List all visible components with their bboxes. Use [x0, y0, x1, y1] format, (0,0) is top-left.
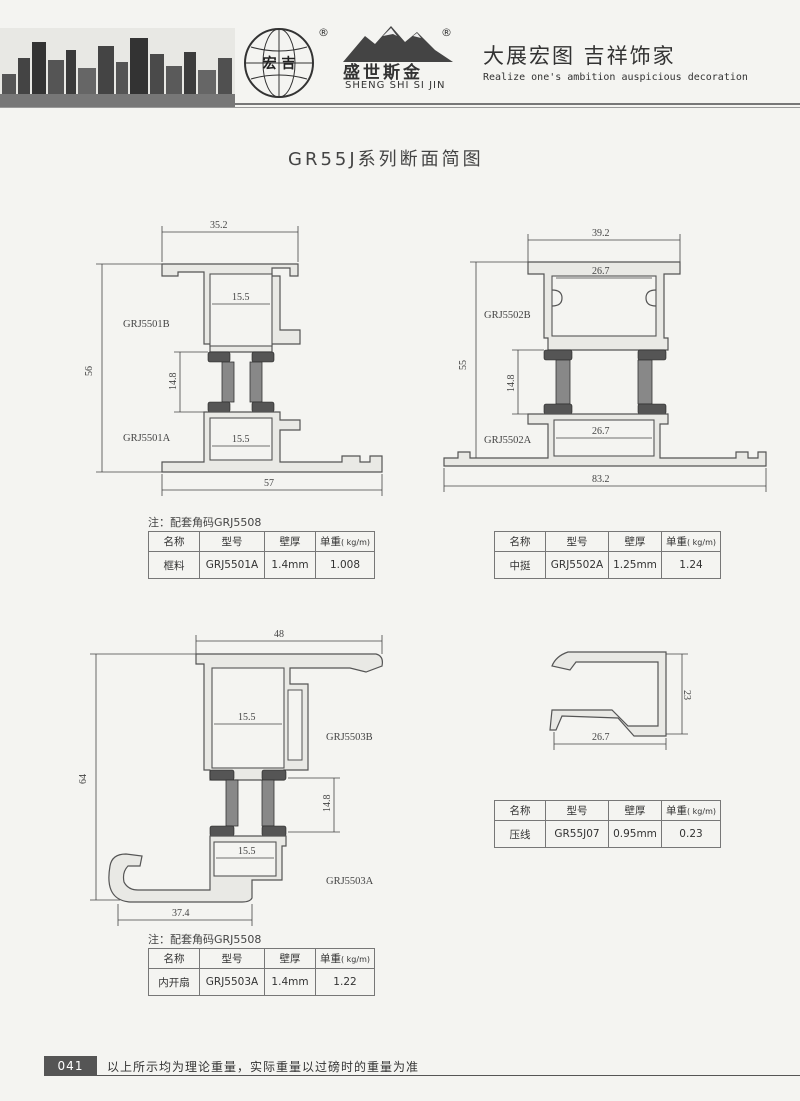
frame-inner-top: 15.5 — [232, 292, 250, 303]
header-divider — [0, 107, 800, 108]
mullion-inner-bottom: 26.7 — [592, 426, 610, 437]
brand-name-cn: 盛世斯金 — [343, 63, 423, 83]
mullion-section-drawing: 39.2 55 26.7 14.8 26.7 83.2 GRJ5502B GRJ… — [443, 228, 767, 492]
page-number: 041 — [44, 1056, 97, 1076]
bead-section-drawing: 23 26.7 — [549, 651, 692, 750]
header-model: 型号 — [545, 800, 609, 821]
table-row: 中挺 GRJ5502A 1.25mm 1.24 — [494, 551, 721, 579]
cell-thickness: 1.25mm — [608, 551, 662, 579]
frame-height: 56 — [84, 366, 95, 376]
sash-top-label: GRJ5503B — [326, 732, 373, 743]
cell-thickness: 0.95mm — [608, 820, 662, 848]
slogan-cn: 大展宏图 吉祥饰家 — [483, 44, 676, 68]
cell-model: GRJ5502A — [545, 551, 609, 579]
header-weight: 单重( kg/m) — [661, 531, 721, 552]
cell-name: 框料 — [148, 551, 200, 579]
table-header-row: 名称 型号 壁厚 单重( kg/m) — [494, 531, 721, 552]
header-thickness: 壁厚 — [608, 531, 662, 552]
frame-section-drawing: 35.2 56 15.5 14.8 15.5 57 GRJ5501B GRJ55… — [84, 220, 383, 496]
frame-bottom-width: 57 — [264, 478, 274, 489]
table-row: 内开扇 GRJ5503A 1.4mm 1.22 — [148, 968, 375, 996]
table-row: 框料 GRJ5501A 1.4mm 1.008 — [148, 551, 375, 579]
sash-strip-width: 14.8 — [322, 795, 333, 813]
table-row: 压线 GR55J07 0.95mm 0.23 — [494, 820, 721, 848]
header-weight: 单重( kg/m) — [315, 531, 375, 552]
table-header-row: 名称 型号 壁厚 单重( kg/m) — [148, 531, 375, 552]
registered-mark: ® — [318, 26, 329, 39]
cell-thickness: 1.4mm — [264, 968, 316, 996]
page-header: 宏 吉 ® 盛世斯金 ® SHENG SHI SI JIN 大展宏图 吉祥饰家 … — [0, 0, 800, 108]
sash-table-note: 注：配套角码GRJ5508 — [148, 933, 262, 946]
frame-inner-bottom: 15.5 — [232, 434, 250, 445]
frame-spec-table: 名称 型号 壁厚 单重( kg/m) 框料 GRJ5501A 1.4mm 1.0… — [148, 531, 375, 579]
cell-name: 压线 — [494, 820, 546, 848]
header-model: 型号 — [199, 948, 265, 969]
sash-inner-top: 15.5 — [238, 712, 256, 723]
mullion-spec-table: 名称 型号 壁厚 单重( kg/m) 中挺 GRJ5502A 1.25mm 1.… — [494, 531, 721, 579]
footer-note: 以上所示均为理论重量，实际重量以过磅时的重量为准 — [107, 1060, 420, 1074]
cell-name: 中挺 — [494, 551, 546, 579]
header-name: 名称 — [494, 800, 546, 821]
cell-weight: 1.008 — [315, 551, 375, 579]
mullion-bottom-width: 83.2 — [592, 474, 610, 485]
mountain-logo-icon — [343, 26, 453, 62]
cell-name: 内开扇 — [148, 968, 200, 996]
bead-spec-table: 名称 型号 壁厚 单重( kg/m) 压线 GR55J07 0.95mm 0.2… — [494, 800, 721, 848]
slogan-en: Realize one's ambition auspicious decora… — [483, 72, 748, 83]
sash-inner-bottom: 15.5 — [238, 846, 256, 857]
table-header-row: 名称 型号 壁厚 单重( kg/m) — [148, 948, 375, 969]
page-title: GR55J系列断面简图 — [288, 149, 484, 170]
header-model: 型号 — [545, 531, 609, 552]
frame-strip-width: 14.8 — [168, 373, 179, 391]
mullion-inner-top: 26.7 — [592, 266, 610, 277]
mullion-strip-width: 14.8 — [506, 375, 517, 393]
table-header-row: 名称 型号 壁厚 单重( kg/m) — [494, 800, 721, 821]
mullion-height: 55 — [458, 360, 469, 370]
mullion-bottom-label: GRJ5502A — [484, 435, 532, 446]
registered-mark: ® — [441, 26, 452, 39]
header-thickness: 壁厚 — [608, 800, 662, 821]
cell-model: GRJ5501A — [199, 551, 265, 579]
header-name: 名称 — [494, 531, 546, 552]
sash-section-drawing: 48 64 15.5 14.8 15.5 37.4 GRJ5503B GRJ55… — [78, 629, 383, 926]
frame-top-width: 35.2 — [210, 220, 228, 231]
mullion-top-label: GRJ5502B — [484, 310, 531, 321]
sash-bottom-width: 37.4 — [172, 908, 190, 919]
frame-table-note: 注：配套角码GRJ5508 — [148, 516, 262, 529]
header-thickness: 壁厚 — [264, 948, 316, 969]
cell-weight: 1.22 — [315, 968, 375, 996]
header-name: 名称 — [148, 948, 200, 969]
frame-top-label: GRJ5501B — [123, 319, 170, 330]
header-divider — [0, 103, 800, 105]
cell-model: GRJ5503A — [199, 968, 265, 996]
hongji-globe-logo: 宏 吉 — [244, 28, 314, 98]
brand-name-pinyin: SHENG SHI SI JIN — [345, 80, 446, 91]
logo-text: 宏 吉 — [263, 55, 296, 72]
header-weight: 单重( kg/m) — [661, 800, 721, 821]
frame-bottom-label: GRJ5501A — [123, 433, 171, 444]
footer-divider — [97, 1075, 800, 1076]
sash-height: 64 — [78, 774, 89, 784]
bead-height: 23 — [681, 690, 692, 700]
sash-spec-table: 名称 型号 壁厚 单重( kg/m) 内开扇 GRJ5503A 1.4mm 1.… — [148, 948, 375, 996]
mullion-top-width: 39.2 — [592, 228, 610, 239]
cell-model: GR55J07 — [545, 820, 609, 848]
header-weight: 单重( kg/m) — [315, 948, 375, 969]
cell-thickness: 1.4mm — [264, 551, 316, 579]
cell-weight: 0.23 — [661, 820, 721, 848]
sash-top-width: 48 — [274, 629, 284, 640]
header-model: 型号 — [199, 531, 265, 552]
header-name: 名称 — [148, 531, 200, 552]
header-thickness: 壁厚 — [264, 531, 316, 552]
cell-weight: 1.24 — [661, 551, 721, 579]
sash-bottom-label: GRJ5503A — [326, 876, 374, 887]
bead-width: 26.7 — [592, 732, 610, 743]
